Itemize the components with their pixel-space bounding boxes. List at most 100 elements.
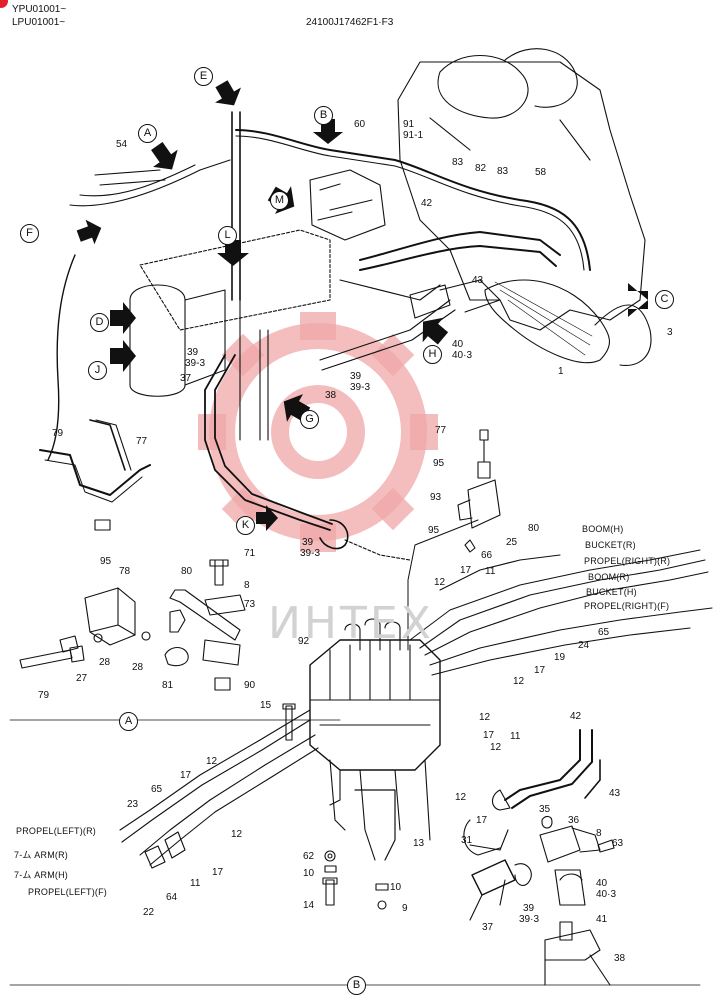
part-label: 79 — [38, 690, 50, 701]
part-label: 82 — [475, 163, 487, 174]
part-label: 39-3 — [185, 358, 206, 369]
line-label-propel-left-r: PROPEL(LEFT)(R) — [16, 826, 97, 836]
direction-arrows — [76, 80, 648, 531]
part-label: 9 — [402, 903, 408, 914]
part-label: 39 — [523, 903, 535, 914]
part-label: 17 — [483, 730, 495, 741]
line-label-boom-r: BOOM(R) — [588, 572, 630, 582]
corner-badge — [0, 0, 8, 8]
part-label: 31 — [461, 835, 473, 846]
part-label: 63 — [612, 838, 624, 849]
part-label: 27 — [76, 673, 88, 684]
part-label: 11 — [190, 878, 201, 889]
part-label: 28 — [99, 657, 111, 668]
watermark-text: ИНТЕХ — [268, 598, 434, 649]
view-callout-c: C — [655, 290, 674, 309]
part-label: 17 — [534, 665, 546, 676]
part-label: 65 — [151, 784, 163, 795]
part-label: 79 — [52, 428, 64, 439]
line-label-propel-right-r: PROPEL(RIGHT)(R) — [584, 556, 671, 566]
line-label-bucket-r: BUCKET(R) — [585, 540, 636, 550]
view-callout-h: H — [423, 345, 442, 364]
engine-block — [397, 61, 646, 331]
part-label: 3 — [667, 327, 673, 338]
part-label: 95 — [100, 556, 112, 567]
part-label: 12 — [231, 829, 243, 840]
part-label: 15 — [260, 700, 272, 711]
part-label: 80 — [528, 523, 540, 534]
part-label: 40·3 — [596, 889, 617, 900]
gear-watermark-teeth — [198, 312, 438, 552]
part-label: 95 — [433, 458, 445, 469]
part-label: 78 — [119, 566, 131, 577]
part-label: 12 — [490, 742, 502, 753]
part-label: 83 — [497, 166, 509, 177]
part-label: 17 — [180, 770, 192, 781]
part-label: 66 — [481, 550, 493, 561]
line-label-arm-h: 7-ム ARM(H) — [14, 870, 68, 880]
part-label: 58 — [535, 167, 547, 178]
view-callout-e: E — [194, 67, 213, 86]
part-label: 28 — [132, 662, 144, 673]
view-callout-l: L — [218, 226, 237, 245]
view-callout-d: D — [90, 313, 109, 332]
part-label: 11 — [485, 566, 496, 577]
part-label: 91-1 — [403, 130, 424, 141]
part-label: 43 — [472, 275, 484, 286]
part-label: 95 — [428, 525, 440, 536]
part-label: 77 — [435, 425, 447, 436]
line-label-bucket-h: BUCKET(H) — [586, 587, 637, 597]
part-label: 42 — [570, 711, 582, 722]
part-label: 39 — [302, 537, 314, 548]
line-label-propel-left-f: PROPEL(LEFT)(F) — [28, 887, 108, 897]
part-label: 40 — [596, 878, 608, 889]
part-label: 8 — [244, 580, 250, 591]
part-label: 12 — [434, 577, 446, 588]
part-label: 41 — [596, 914, 608, 925]
part-label: 10 — [390, 882, 402, 893]
view-callout-b: B — [314, 106, 333, 125]
part-label: 64 — [166, 892, 178, 903]
part-label: 93 — [430, 492, 442, 503]
part-label: 10 — [303, 868, 315, 879]
part-label: 39 — [187, 347, 199, 358]
drawing-number: 24100J17462F1·F3 — [306, 17, 394, 28]
view-callout-m: M — [270, 191, 289, 210]
part-label: 77 — [136, 436, 148, 447]
part-label: 12 — [206, 756, 218, 767]
part-label: 71 — [244, 548, 256, 559]
part-label: 62 — [303, 851, 315, 862]
serial-range-2: LPU01001~ — [12, 17, 66, 28]
part-label: 17 — [460, 565, 472, 576]
part-label: 12 — [479, 712, 491, 723]
detail-callout-b: B — [347, 976, 366, 995]
part-label: 24 — [578, 640, 590, 651]
part-label: 35 — [539, 804, 551, 815]
part-label: 23 — [127, 799, 139, 810]
part-label: 39·3 — [519, 914, 540, 925]
part-label: 38 — [614, 953, 626, 964]
part-label: 92 — [298, 636, 310, 647]
line-label-propel-right-f: PROPEL(RIGHT)(F) — [584, 601, 670, 611]
part-label: 39-3 — [350, 382, 371, 393]
part-label: 40·3 — [452, 350, 473, 361]
part-label: 90 — [244, 680, 256, 691]
part-label: 43 — [609, 788, 621, 799]
part-label: 91 — [403, 119, 415, 130]
part-label: 1 — [558, 366, 564, 377]
view-callout-k: K — [236, 516, 255, 535]
part-label: 11 — [510, 731, 521, 742]
part-label: 81 — [162, 680, 174, 691]
part-label: 80 — [181, 566, 193, 577]
part-label: 25 — [506, 537, 518, 548]
detail-callout-a: A — [119, 712, 138, 731]
part-label: 19 — [554, 652, 566, 663]
part-label: 12 — [455, 792, 467, 803]
part-label: 54 — [116, 139, 128, 150]
part-label: 60 — [354, 119, 366, 130]
part-label: 73 — [244, 599, 256, 610]
part-label: 8 — [596, 828, 602, 839]
part-label: 65 — [598, 627, 610, 638]
view-callout-g: G — [300, 410, 319, 429]
